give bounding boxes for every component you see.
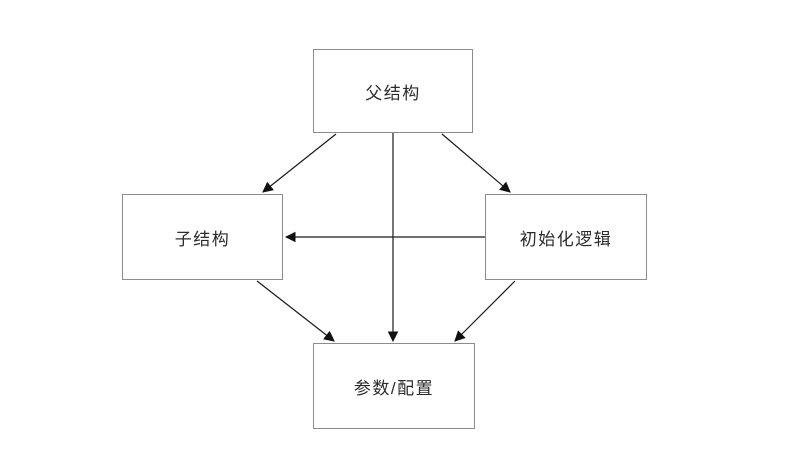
node-init-logic: 初始化逻辑 xyxy=(485,194,647,280)
node-label-init-logic: 初始化逻辑 xyxy=(519,229,613,249)
node-params-config: 参数/配置 xyxy=(313,343,475,429)
edge-group xyxy=(256,133,516,343)
node-label-child-structure: 子结构 xyxy=(174,229,231,249)
node-label-parent-structure: 父结构 xyxy=(365,83,421,103)
edge-parent-structure-to-init-logic xyxy=(441,133,511,193)
edge-init-logic-to-params-config xyxy=(454,280,516,342)
node-parent-structure: 父结构 xyxy=(313,49,473,133)
node-child-structure: 子结构 xyxy=(122,194,283,280)
edge-child-structure-to-params-config xyxy=(256,280,335,342)
node-label-params-config: 参数/配置 xyxy=(353,378,435,398)
edge-parent-structure-to-child-structure xyxy=(262,133,337,193)
